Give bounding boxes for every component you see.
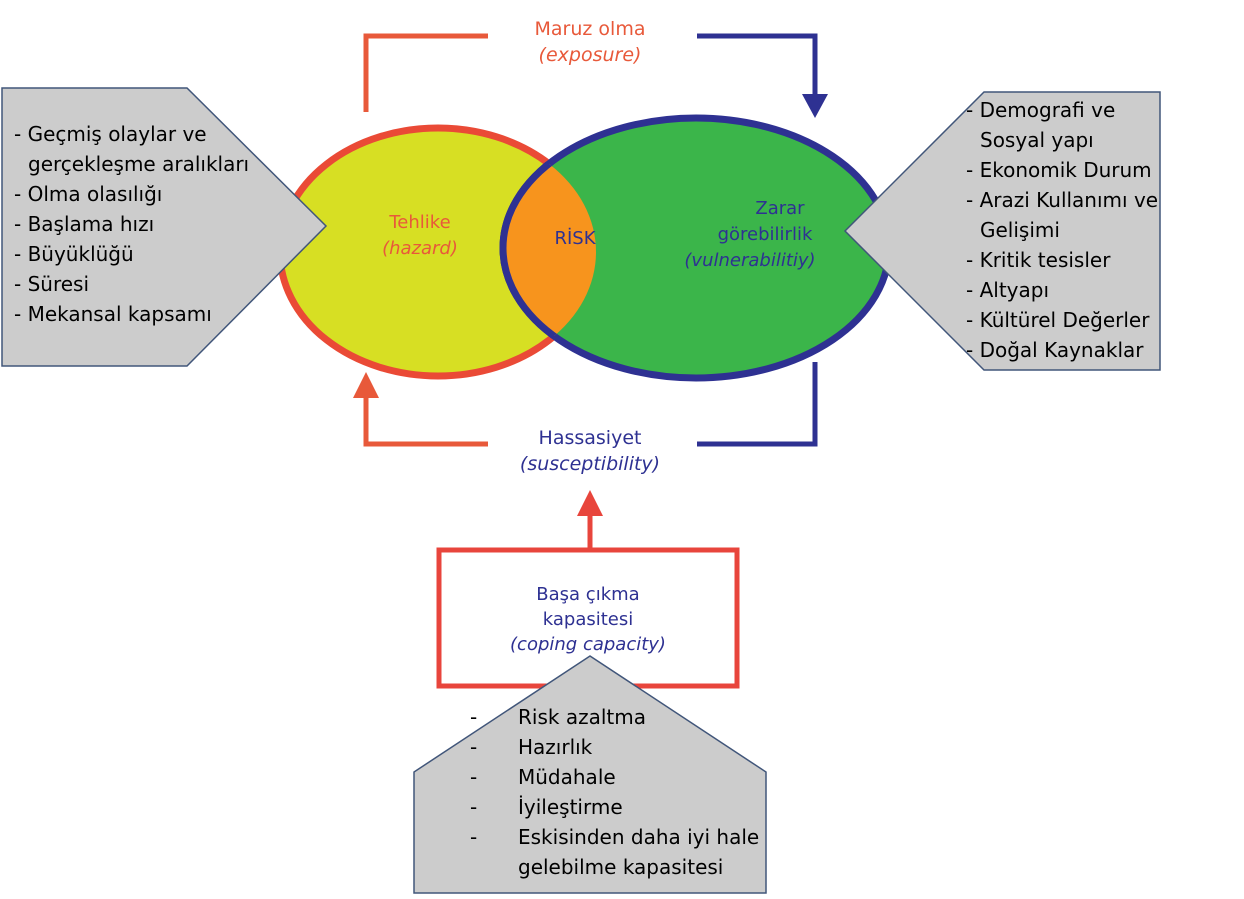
list-item: - Mekansal kapsamı (14, 302, 212, 326)
list-item: Sosyal yapı (980, 128, 1094, 152)
list-dash: - (470, 825, 478, 849)
hazard-label: Tehlike (389, 212, 451, 233)
vulnerability-label-2: görebilirlik (717, 224, 813, 245)
list-item: - İyileştirme (470, 792, 759, 822)
exposure-arrowhead (802, 94, 828, 118)
list-item: - Süresi (14, 272, 90, 296)
list-item: - Kritik tesisler (966, 248, 1111, 272)
vulnerability-outline (499, 128, 596, 376)
list-item: - Büyüklüğü (14, 242, 134, 266)
list-item: - Demografi ve (966, 98, 1116, 122)
susceptibility-label: Hassasiyet (538, 427, 642, 449)
hazard-label-en: (hazard) (382, 238, 458, 259)
list-item: - Kültürel Değerler (966, 308, 1150, 332)
coping-arrowhead (577, 490, 603, 516)
list-item: - Ekonomik Durum (966, 158, 1152, 182)
list-item: - Olma olasılığı (14, 182, 163, 206)
list-text: İyileştirme (518, 795, 623, 819)
susceptibility-label-en: (susceptibility) (519, 453, 661, 475)
exposure-arrow-left (363, 33, 488, 112)
list-text: gelebilme kapasitesi (518, 855, 724, 879)
list-item: - Hazırlık (470, 732, 759, 762)
vulnerability-label-en: (vulnerabilitiy) (684, 250, 816, 271)
list-text: Risk azaltma (518, 705, 646, 729)
list-item: gerçekleşme aralıkları (28, 152, 250, 176)
list-item: Gelişimi (980, 218, 1060, 242)
list-item: gelebilme kapasitesi (470, 852, 759, 882)
list-dash: - (470, 795, 478, 819)
vulnerability-factors-list: - Demografi ve Sosyal yapı - Ekonomik Du… (966, 95, 1158, 365)
coping-label-1: Başa çıkma (536, 584, 640, 605)
hazard-factors-list: - Geçmiş olaylar ve gerçekleşme aralıkla… (14, 119, 249, 329)
list-item: - Risk azaltma (470, 702, 759, 732)
list-dash: - (470, 765, 478, 789)
hazard-factors-box (1, 87, 328, 367)
coping-label-group: Başa çıkma kapasitesi (coping capacity) (470, 582, 706, 657)
list-dash (470, 852, 518, 882)
list-dash: - (470, 705, 478, 729)
list-text: Müdahale (518, 765, 616, 789)
susceptibility-arrowhead (353, 372, 379, 398)
exposure-label-group: Maruz olma (exposure) (505, 16, 675, 68)
risk-label: RİSK (554, 228, 596, 249)
hazard-label-group: Tehlike (hazard) (345, 210, 495, 262)
list-item: - Eskisinden daha iyi hale (470, 822, 759, 852)
exposure-label: Maruz olma (534, 18, 646, 40)
coping-label-en: (coping capacity) (510, 634, 666, 655)
list-item: - Altyapı (966, 278, 1049, 302)
susceptibility-label-group: Hassasiyet (susceptibility) (505, 425, 675, 477)
susceptibility-arrow-left (363, 396, 488, 447)
list-item: - Doğal Kaynaklar (966, 338, 1144, 362)
susceptibility-arrow-right (697, 362, 818, 447)
exposure-label-en: (exposure) (538, 44, 642, 66)
list-item: - Arazi Kullanımı ve (966, 188, 1159, 212)
list-item: - Başlama hızı (14, 212, 155, 236)
list-item: - Müdahale (470, 762, 759, 792)
coping-factors-box (413, 655, 767, 894)
vulnerability-label-1: Zarar (755, 198, 805, 219)
vulnerability-label-group: Zarar görebilirlik (vulnerabilitiy) (660, 196, 840, 274)
list-item: - Geçmiş olaylar ve (14, 122, 207, 146)
coping-factors-list: - Risk azaltma - Hazırlık - Müdahale - İyile… (470, 702, 759, 882)
coping-label-2: kapasitesi (542, 609, 634, 630)
list-dash: - (470, 735, 478, 759)
list-text: Eskisinden daha iyi hale (518, 825, 760, 849)
exposure-arrow-right (697, 33, 818, 98)
list-text: Hazırlık (518, 735, 593, 759)
vulnerability-factors-box (843, 91, 1161, 371)
